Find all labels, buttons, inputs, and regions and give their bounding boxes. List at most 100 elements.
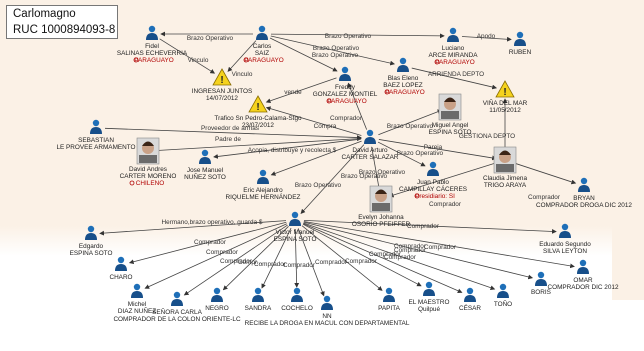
node-label: BRYAN [573, 195, 595, 202]
node-sandra[interactable]: SANDRA [245, 287, 272, 312]
flag-icon [133, 57, 139, 63]
person-head [429, 161, 437, 169]
person-head [580, 177, 588, 185]
person-head [293, 287, 301, 295]
node-label: RECIBE LA DROGA EN MACUL CON DEPARTAMENT… [245, 320, 410, 327]
node-negro[interactable]: NEGRO [205, 287, 229, 312]
person-head [579, 259, 587, 267]
warning-mark: ! [256, 102, 259, 113]
flag-icon [129, 180, 135, 186]
node-label: 23/07/2012 [242, 122, 274, 129]
node-label: Quilpué [418, 306, 440, 313]
node-label: ARCE MIRANDA [428, 52, 478, 59]
photo-shoulders [372, 203, 390, 211]
case-title-box: Carlomagno RUC 1000894093-8 [6, 5, 118, 39]
node-label: DIAZ NUÑEZ [118, 306, 156, 315]
edge-line [300, 144, 365, 214]
node-charo[interactable]: CHARO [109, 256, 133, 281]
node-label: OMAR [573, 277, 593, 284]
node-flag: PARAGUAYO [134, 57, 174, 64]
node-label: INGRESAN JUNTOS [192, 88, 253, 95]
person-body [464, 295, 476, 302]
node-boris[interactable]: BORIS [531, 271, 551, 296]
node-label: EL MAESTRO [409, 299, 450, 306]
edge-label: Comprador [220, 258, 253, 265]
node-label: VIÑA DEL MAR [483, 98, 528, 107]
flag-icon [243, 57, 249, 63]
person-icon [364, 129, 376, 144]
edge-line [378, 109, 443, 136]
node-label: GONZALEZ MONTIEL [313, 91, 378, 98]
node-label: SEBASTIAN [78, 137, 114, 144]
edge-label: Acopia, distribuye y recolecta $ [248, 147, 337, 154]
edge-label: Comprador [194, 239, 227, 246]
node-ruben[interactable]: RUBEN [509, 31, 532, 56]
photo-icon [438, 93, 462, 121]
person-head [254, 287, 262, 295]
person-icon [535, 271, 547, 286]
edge-line [99, 220, 287, 236]
node-tono[interactable]: TOÑO [494, 283, 512, 308]
edge-label: Pareja [424, 144, 443, 151]
node-papita[interactable]: PAPITA [378, 287, 401, 312]
person-icon [257, 169, 269, 184]
person-body [364, 137, 376, 144]
edge-line [294, 228, 300, 288]
node-cochelo[interactable]: COCHELO [281, 287, 313, 312]
person-icon [427, 161, 439, 176]
node-label: COMPRADOR DIC 2012 [547, 284, 618, 291]
edge-line [297, 228, 325, 297]
warning-triangle [248, 95, 268, 113]
edge-label: Comprador [330, 115, 363, 122]
node-cesar[interactable]: CÉSAR [459, 287, 481, 312]
node-label: 11/05/2012 [489, 107, 521, 114]
node-label: TRIGO ARAYA [484, 182, 527, 189]
person-head [291, 211, 299, 219]
person-head [341, 66, 349, 74]
edge-label: Comprador [394, 247, 427, 254]
edge-line [222, 225, 289, 291]
node-label: Luciano [442, 45, 465, 52]
node-flag: CHILENO [136, 180, 164, 187]
photo-icon [493, 146, 517, 174]
edge-line [388, 162, 497, 198]
person-icon [321, 295, 333, 310]
edge-line [270, 35, 396, 66]
person-icon [171, 291, 183, 306]
node-label: ESPINA SOTO [274, 236, 317, 243]
edge-line [144, 223, 287, 289]
photo-shoulders [139, 155, 157, 163]
photo-hair [142, 141, 154, 146]
case-ruc: RUC 1000894093-8 [13, 24, 116, 36]
person-body [171, 299, 183, 306]
person-head [201, 149, 209, 157]
edge-line [513, 162, 577, 185]
person-head [87, 225, 95, 233]
